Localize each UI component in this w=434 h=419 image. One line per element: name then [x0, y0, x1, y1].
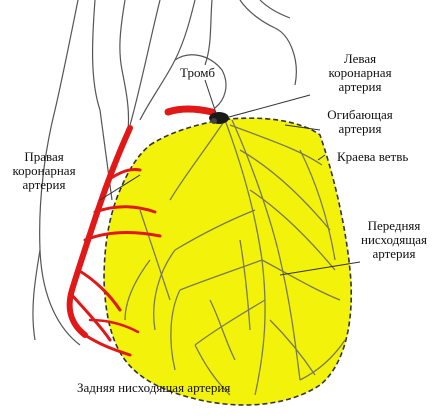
- label-right-coronary: Правая коронарная артерия: [12, 149, 76, 192]
- label-circumflex: Огибающая артерия: [327, 107, 393, 136]
- label-left-coronary: Левая коронарная артерия: [328, 51, 392, 94]
- label-marginal-branch: Краева ветвь: [337, 149, 409, 164]
- left-coronary-artery: [164, 105, 216, 116]
- label-lad: Передняя нисходящая артерия: [361, 218, 427, 261]
- label-thrombus: Тромб: [180, 65, 216, 80]
- thrombus-blob: [209, 112, 229, 124]
- infarct-area: [103, 117, 353, 406]
- vessel-network: [124, 119, 346, 396]
- leader-lines: [99, 79, 361, 276]
- right-coronary-artery: [66, 125, 162, 357]
- heart-outline: [32, 0, 297, 346]
- label-posterior-descending: Задняя нисходящая артерия: [77, 380, 231, 395]
